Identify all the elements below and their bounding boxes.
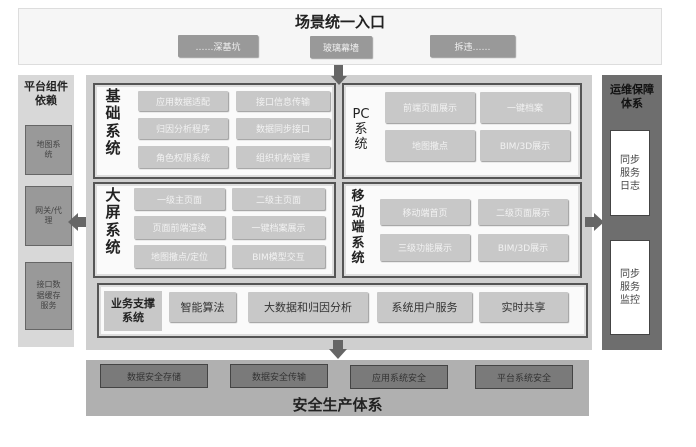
base-item[interactable]: 应用数据适配 (138, 91, 228, 111)
base-item[interactable]: 接口信息传输 (236, 91, 330, 111)
safety-item[interactable]: 应用系统安全 (350, 365, 448, 389)
pc-item[interactable]: 前端页面展示 (385, 92, 475, 123)
entry-item[interactable]: 玻璃幕墙 (310, 36, 372, 58)
support-system-label: 业务支撑系统 (104, 291, 162, 331)
entry-item[interactable]: 拆违…… (430, 35, 515, 57)
base-system-label: 基础系统 (105, 87, 121, 157)
support-item[interactable]: 实时共享 (479, 292, 568, 322)
ops-title: 运维保障体系 (610, 83, 654, 111)
bottom-arrow-shaft (333, 340, 343, 350)
support-item[interactable]: 智能算法 (169, 292, 236, 322)
left-arrow-icon (68, 213, 78, 231)
support-item[interactable]: 大数据和归因分析 (248, 292, 368, 322)
mobile-system-panel (342, 182, 582, 278)
ops-item[interactable]: 同步服务日志 (610, 130, 650, 216)
ops-item[interactable]: 同步服务监控 (610, 240, 650, 335)
mobile-item[interactable]: 移动端首页 (380, 199, 470, 225)
entry-item[interactable]: ……深基坑 (178, 35, 258, 57)
left-arrow-shaft (78, 217, 90, 227)
screen-item[interactable]: 页面前端渲染 (134, 216, 225, 239)
pc-item[interactable]: 地图撒点 (385, 130, 475, 161)
safety-item[interactable]: 数据安全存储 (100, 364, 208, 388)
screen-item[interactable]: 地图撒点/定位 (134, 245, 225, 268)
platform-dependency-title: 平台组件依赖 (24, 80, 68, 108)
mobile-system-label: 移动端系统 (351, 189, 365, 267)
entry-title: 场景统一入口 (294, 13, 385, 31)
down-arrow-icon (331, 76, 347, 85)
pc-item[interactable]: 一键档案 (480, 92, 570, 123)
support-item[interactable]: 系统用户服务 (377, 292, 472, 322)
base-item[interactable]: 角色权限系统 (138, 146, 228, 168)
left-item[interactable]: 网关/代理 (25, 186, 72, 246)
mobile-item[interactable]: 三级功能展示 (380, 234, 470, 261)
right-arrow-shaft (585, 217, 595, 227)
left-item[interactable]: 接口数据缓存服务 (25, 262, 72, 330)
safety-title: 安全生产体系 (292, 396, 383, 414)
screen-item[interactable]: BIM模型交互 (232, 245, 325, 268)
base-item[interactable]: 组织机构管理 (236, 146, 330, 168)
screen-item[interactable]: 一键档案展示 (232, 216, 325, 239)
safety-item[interactable]: 数据安全传输 (230, 364, 328, 388)
pc-system-label: PC系统 (352, 107, 370, 152)
down-arrow-icon (329, 349, 347, 359)
left-item[interactable]: 地图系统 (25, 125, 72, 175)
right-arrow-icon (594, 213, 604, 231)
base-item[interactable]: 归因分析程序 (138, 118, 228, 139)
mobile-item[interactable]: BIM/3D展示 (478, 234, 568, 261)
screen-item[interactable]: 一级主页面 (134, 188, 225, 210)
base-item[interactable]: 数据同步接口 (236, 118, 330, 139)
screen-system-label: 大屏系统 (105, 186, 121, 256)
pc-item[interactable]: BIM/3D展示 (480, 130, 570, 161)
mobile-item[interactable]: 二级页面展示 (478, 199, 568, 225)
screen-item[interactable]: 二级主页面 (232, 188, 325, 210)
top-arrow-shaft (334, 65, 343, 77)
safety-item[interactable]: 平台系统安全 (475, 365, 573, 389)
